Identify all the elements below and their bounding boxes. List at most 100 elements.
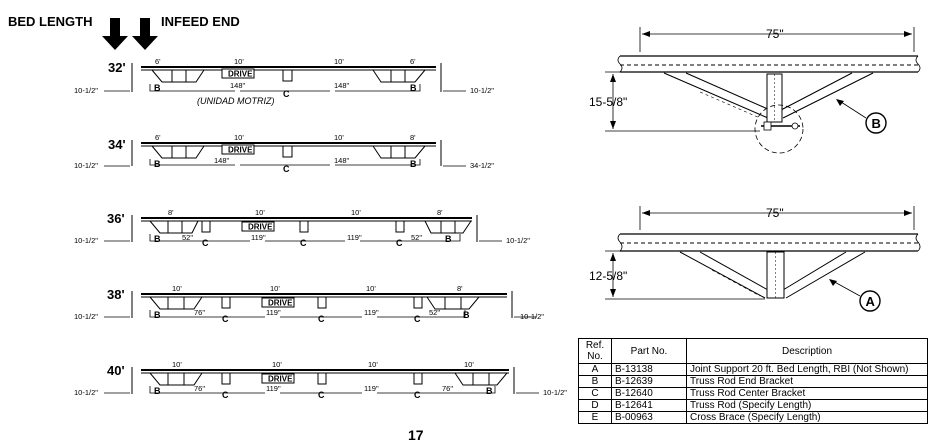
bed-length-value: 34': [108, 137, 126, 152]
dimension-label: 52": [411, 233, 422, 242]
layout-row-36: 36' 8' 10' 10' 8' DRIVE 52" 119" 119" 52…: [74, 208, 530, 248]
drive-label: DRIVE: [228, 70, 253, 79]
bed-length-value: 40': [107, 363, 125, 378]
table-row: C B-12640 Truss Rod Center Bracket: [578, 387, 928, 400]
span-label: 10': [334, 57, 344, 66]
span-label: 10': [464, 360, 474, 369]
span-label: 10': [255, 208, 265, 217]
span-label: 8': [168, 208, 174, 217]
ref-label: B: [463, 310, 470, 320]
part-no-cell: B-12639: [611, 375, 687, 388]
end-dimension-right: 10-1/2": [520, 312, 544, 321]
dimension-label: 119": [347, 233, 362, 242]
dimension-label: 52": [182, 233, 193, 242]
ref-label: C: [283, 164, 290, 174]
ref-label: B: [410, 83, 417, 93]
ref-cell: A: [578, 363, 612, 376]
ref-label: B: [410, 159, 417, 169]
span-label: 10': [172, 284, 182, 293]
parts-table: Ref.No. Part No. Description A B-13138 J…: [578, 338, 928, 424]
span-label: 8': [410, 133, 416, 142]
ref-label: B: [445, 234, 452, 244]
dimension-label: 148": [230, 81, 246, 90]
drive-label: DRIVE: [268, 375, 293, 384]
dimension-label: 119": [266, 308, 281, 317]
table-row: A B-13138 Joint Support 20 ft. Bed Lengt…: [578, 363, 928, 376]
bed-length-label: BED LENGTH: [8, 14, 93, 29]
table-row: E B-00963 Cross Brace (Specify Length): [578, 411, 928, 424]
detail-a-callout: A: [866, 294, 876, 309]
parts-table-header: Ref.No. Part No. Description: [578, 338, 928, 364]
layout-row-32: 32' 6' 10' 10' 6' DRIVE 148" 148" B C B …: [74, 57, 494, 106]
drive-label: DRIVE: [228, 146, 253, 155]
drive-label: DRIVE: [248, 223, 273, 232]
ref-label: C: [222, 390, 229, 400]
detail-b-callout: B: [872, 116, 881, 131]
layout-row-40: 40' 10' 10' 10' 10' DRIVE 76" 119" 119" …: [74, 360, 567, 400]
ref-label: C: [414, 390, 421, 400]
ref-label: C: [222, 314, 229, 324]
span-label: 10': [368, 360, 378, 369]
span-label: 10': [272, 360, 282, 369]
end-dimension-right: 10-1/2": [543, 388, 567, 397]
ref-label: C: [202, 238, 209, 248]
ref-cell: B: [578, 375, 612, 388]
dimension-label: 76": [194, 384, 205, 393]
col-header-part-no: Part No.: [611, 338, 687, 364]
drive-note: (UNIDAD MOTRIZ): [197, 96, 275, 106]
infeed-end-label: INFEED END: [161, 14, 240, 29]
dimension-label: 148": [334, 156, 350, 165]
description-cell: Truss Rod Center Bracket: [686, 387, 928, 400]
bed-length-value: 32': [108, 60, 126, 75]
detail-a-height: 12-5/8": [589, 269, 627, 283]
end-dimension-right: 10-1/2": [470, 86, 494, 95]
span-label: 10': [172, 360, 182, 369]
dimension-label: 148": [214, 156, 230, 165]
span-label: 10': [234, 133, 244, 142]
span-label: 6': [155, 133, 161, 142]
table-row: D B-12641 Truss Rod (Specify Length): [578, 399, 928, 412]
end-dimension-left: 10-1/2": [74, 388, 98, 397]
ref-cell: E: [578, 411, 612, 424]
dimension-label: 76": [442, 384, 453, 393]
dimension-label: 119": [364, 308, 379, 317]
drive-label: DRIVE: [268, 299, 293, 308]
part-no-cell: B-12641: [611, 399, 687, 412]
col-header-description: Description: [686, 338, 928, 364]
infeed-end-arrow-icon: [132, 18, 158, 50]
description-cell: Truss Rod (Specify Length): [686, 399, 928, 412]
span-label: 8': [457, 284, 463, 293]
span-label: 10': [270, 284, 280, 293]
dimension-label: 76": [194, 308, 205, 317]
col-header-ref: Ref.No.: [578, 338, 612, 364]
ref-label: B: [486, 386, 493, 396]
end-dimension-right: 10-1/2": [506, 236, 530, 245]
span-label: 10': [351, 208, 361, 217]
ref-cell: C: [578, 387, 612, 400]
detail-a-drawing: 75" 12-5/8" A: [589, 206, 921, 312]
bed-length-value: 38': [107, 287, 125, 302]
ref-label: B: [154, 83, 161, 93]
ref-label: C: [414, 314, 421, 324]
detail-b-height: 15-5/8": [589, 95, 627, 109]
ref-label: C: [283, 89, 290, 99]
ref-cell: D: [578, 399, 612, 412]
page-number: 17: [408, 427, 424, 443]
span-label: 6': [410, 57, 416, 66]
dimension-label: 119": [364, 384, 379, 393]
ref-label: C: [396, 238, 403, 248]
end-dimension-left: 10-1/2": [74, 161, 98, 170]
layout-row-34: 34' 6' 10' 10' 8' DRIVE 148" 148" B C B …: [74, 133, 494, 174]
bed-length-value: 36': [107, 211, 125, 226]
part-no-cell: B-12640: [611, 387, 687, 400]
ref-label: C: [300, 238, 307, 248]
ref-label: C: [318, 314, 325, 324]
span-label: 10': [334, 133, 344, 142]
end-dimension-left: 10-1/2": [74, 312, 98, 321]
ref-label: B: [154, 310, 161, 320]
span-label: 6': [155, 57, 161, 66]
end-dimension-right: 34-1/2": [470, 161, 494, 170]
end-dimension-left: 10-1/2": [74, 86, 98, 95]
dimension-label: 119": [266, 384, 281, 393]
